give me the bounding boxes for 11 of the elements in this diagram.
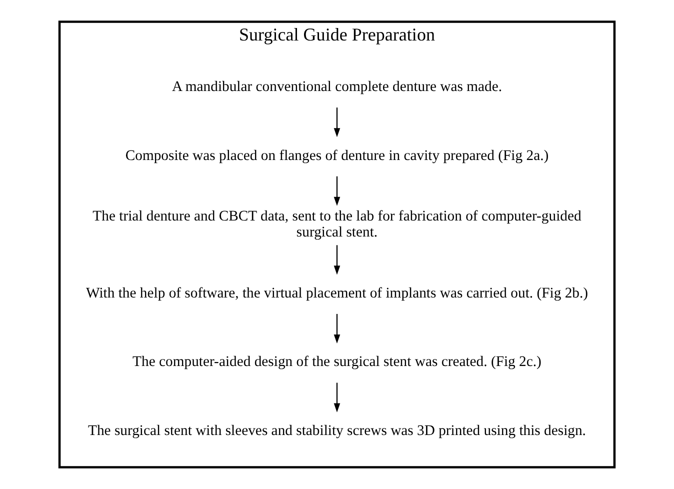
node-text: Composite was placed on flanges of denture in cavity prepared (Fig 2a.) <box>125 148 549 164</box>
arrow <box>334 382 340 412</box>
arrow <box>334 176 340 206</box>
node-text: With the help of software, the virtual placement of implants was carried out. (Fig 2b.) <box>86 285 588 302</box>
node-text: The computer-aided design of the surgical stent was created. (Fig 2c.) <box>132 354 542 370</box>
arrow <box>334 108 340 138</box>
node-text: A mandibular conventional complete denture was made. <box>172 78 502 95</box>
arrow <box>334 245 340 275</box>
node-text: The trial denture and CBCT data, sent to the lab for fabrication of computer-guided surgical stent. <box>92 208 582 240</box>
node-text: The surgical stent with sleeves and stability screws was 3D printed using this design. <box>88 423 586 440</box>
arrow <box>334 314 340 344</box>
